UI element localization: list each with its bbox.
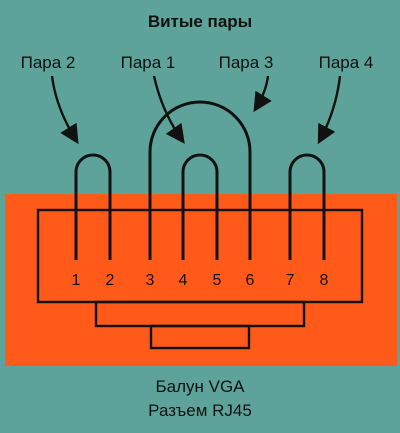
- pin-number-7: 7: [286, 272, 295, 289]
- pin-contacts: [74, 194, 326, 260]
- pin-number-5: 5: [213, 272, 222, 289]
- pin-number-2: 2: [106, 272, 115, 289]
- pair-1-arrow: [152, 75, 185, 144]
- pair-1-loop: [181, 153, 219, 196]
- pair-2-loop: [74, 153, 112, 196]
- pair-2-arrow: [50, 75, 79, 145]
- pair-4-label: Пара 4: [319, 53, 374, 72]
- connector-band: [5, 194, 397, 366]
- pin-number-8: 8: [320, 272, 329, 289]
- pair-4-arrow: [317, 75, 342, 145]
- pair-4-loop: [288, 153, 326, 196]
- pin-number-1: 1: [72, 272, 81, 289]
- pin-numbers: 1 2 3 4 5 6 7 8: [72, 272, 329, 289]
- diagram-title: Витые пары: [148, 12, 252, 31]
- caption-line-1: Балун VGA: [155, 377, 245, 396]
- rj45-jack-tab: [149, 324, 251, 350]
- pair-3-loop: [148, 100, 252, 196]
- pair-2-label: Пара 2: [21, 53, 76, 72]
- pin-number-4: 4: [179, 272, 188, 289]
- caption-line-2: Разъем RJ45: [148, 401, 252, 420]
- pin-number-3: 3: [146, 272, 155, 289]
- pair-3-label: Пара 3: [219, 53, 274, 72]
- pin-number-6: 6: [246, 272, 255, 289]
- pair-3-arrow: [253, 75, 272, 113]
- pair-1-label: Пара 1: [121, 53, 176, 72]
